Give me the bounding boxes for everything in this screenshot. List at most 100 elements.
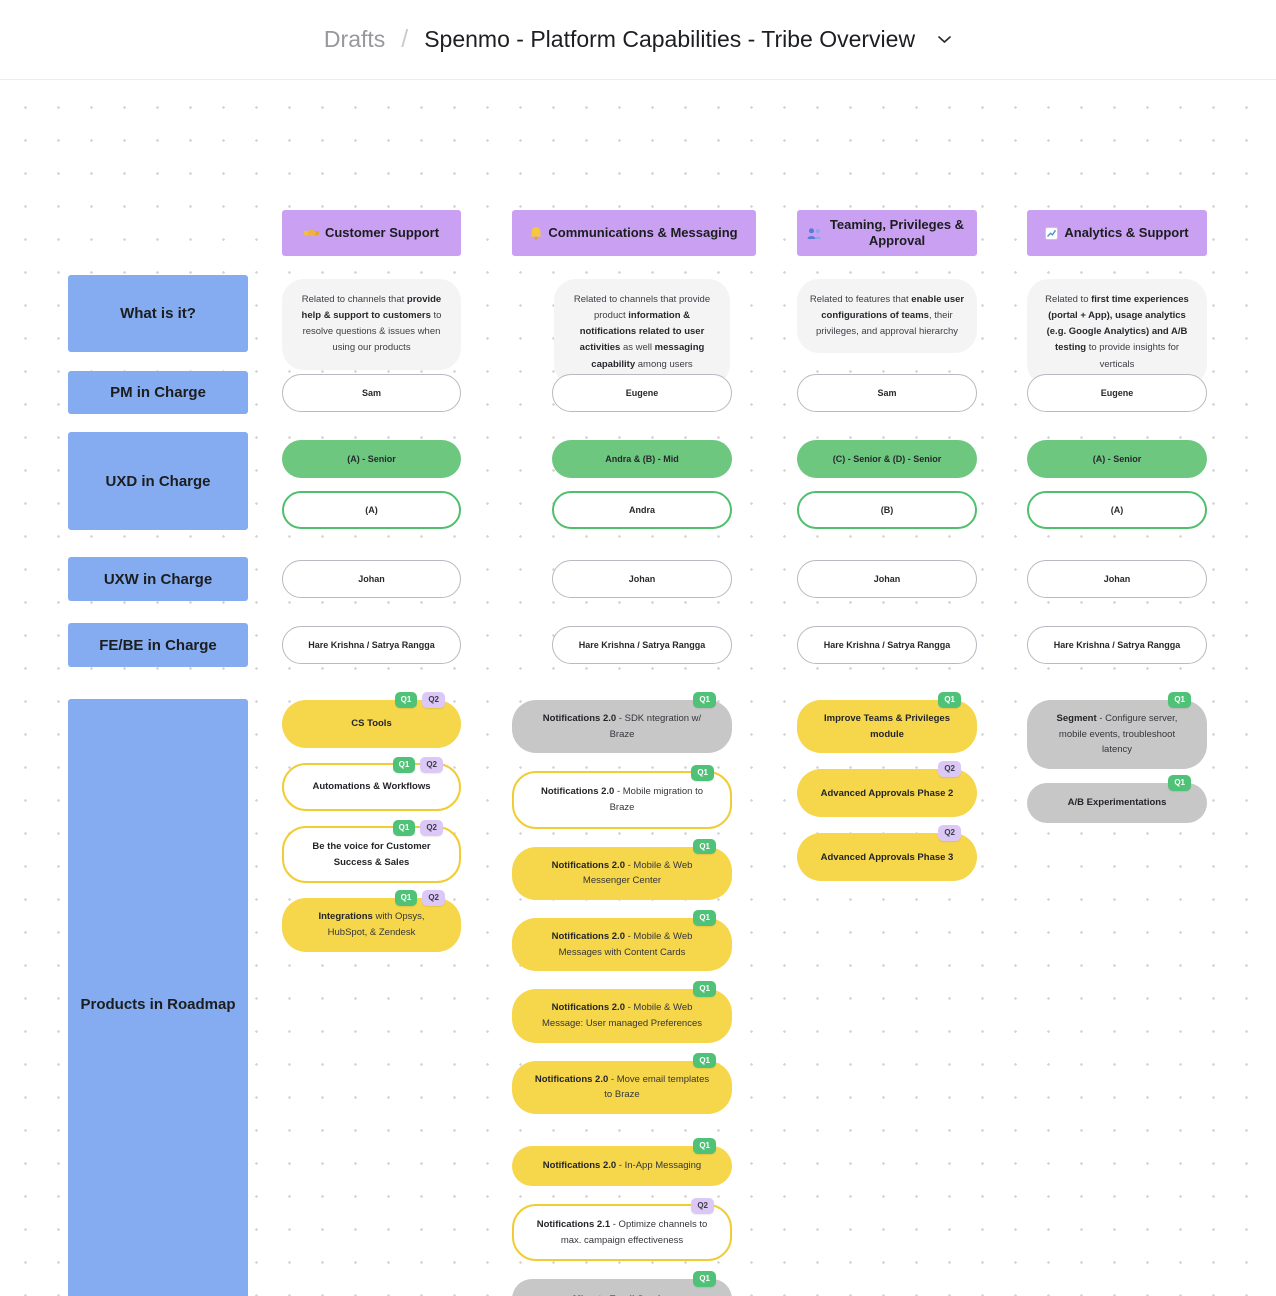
page-title[interactable]: Spenmo - Platform Capabilities - Tribe O…: [424, 26, 916, 52]
quarter-badge-q1: Q1: [392, 820, 416, 836]
roadmap-item[interactable]: Q1Migrate Email Service: [512, 1271, 732, 1296]
quarter-badge-q1: Q1: [938, 692, 961, 708]
uxd-secondary-name: (A): [365, 504, 378, 515]
roadmap-item-label: CS Tools: [351, 718, 392, 730]
pm-pill[interactable]: Eugene: [1027, 374, 1207, 412]
pm-pill[interactable]: Sam: [797, 374, 977, 412]
uxw-pill[interactable]: Johan: [1027, 560, 1207, 598]
row-label-products-roadmap[interactable]: Products in Roadmap: [68, 699, 248, 1296]
row-label-febe-in-charge[interactable]: FE/BE in Charge: [68, 623, 248, 667]
pm-name: Eugene: [1100, 387, 1134, 398]
quarter-badges: Q1: [1168, 692, 1191, 708]
uxd-secondary-name: Andra: [628, 504, 655, 515]
quarter-badges: Q1: [938, 692, 961, 708]
pm-name: Eugene: [625, 387, 659, 398]
chart-increasing-icon: [1045, 226, 1059, 240]
what-description-analytics[interactable]: Related to first time experiences (porta…: [1027, 279, 1207, 386]
uxd-primary-pill[interactable]: (C) - Senior & (D) - Senior: [797, 440, 977, 478]
roadmap-item-label: Notifications 2.0 - Move email templates…: [534, 1073, 710, 1101]
pm-pill[interactable]: Sam: [282, 374, 461, 412]
quarter-badges: Q1: [693, 1271, 716, 1287]
roadmap-item-label: Notifications 2.1 - Optimize channels to…: [536, 1219, 708, 1246]
quarter-badges: Q1: [691, 765, 714, 781]
column-header-teaming-privileges-approval[interactable]: Teaming, Privileges & Approval: [797, 210, 977, 256]
uxw-name: Johan: [873, 573, 901, 584]
pm-pill[interactable]: Eugene: [552, 374, 732, 412]
uxd-secondary-pill[interactable]: (B): [797, 491, 977, 529]
uxd-primary-pill[interactable]: Andra & (B) - Mid: [552, 440, 732, 478]
uxd-secondary-pill[interactable]: Andra: [552, 491, 732, 529]
roadmap-item-label: Integrations with Opsys, HubSpot, & Zend…: [318, 911, 425, 939]
febe-pill[interactable]: Hare Krishna / Satrya Rangga: [1027, 626, 1207, 664]
row-label-uxw-in-charge[interactable]: UXW in Charge: [68, 557, 248, 601]
quarter-badge-q1: Q1: [693, 910, 716, 926]
febe-pill[interactable]: Hare Krishna / Satrya Rangga: [282, 626, 461, 664]
uxd-primary-pill[interactable]: (A) - Senior: [282, 440, 461, 478]
quarter-badge-q1: Q1: [392, 757, 416, 773]
roadmap-item-label: Notifications 2.0 - Mobile migration to …: [540, 786, 704, 814]
febe-pill[interactable]: Hare Krishna / Satrya Rangga: [797, 626, 977, 664]
column-header-text: Customer Support: [324, 224, 440, 240]
breadcrumb-separator: /: [401, 25, 409, 53]
quarter-badge-q1: Q1: [1168, 692, 1191, 708]
uxd-primary-name: (C) - Senior & (D) - Senior: [832, 453, 942, 464]
column-header-analytics-support[interactable]: Analytics & Support: [1027, 210, 1207, 256]
roadmap-item-label: Migrate Email Service: [573, 1292, 671, 1296]
quarter-badge-q1: Q1: [693, 1271, 716, 1287]
column-header-communications-messaging[interactable]: Communications & Messaging: [512, 210, 756, 256]
chevron-down-icon[interactable]: [937, 35, 952, 44]
febe-pill[interactable]: Hare Krishna / Satrya Rangga: [552, 626, 732, 664]
breadcrumb-drafts-link[interactable]: Drafts: [323, 26, 386, 52]
row-label-pm-in-charge[interactable]: PM in Charge: [68, 371, 248, 414]
quarter-badge-q1: Q1: [693, 692, 716, 708]
uxw-name: Johan: [628, 573, 656, 584]
uxd-primary-pill[interactable]: (A) - Senior: [1027, 440, 1207, 478]
row-label-text: UXW in Charge: [103, 570, 213, 588]
row-label-what-is-it[interactable]: What is it?: [68, 275, 248, 352]
whiteboard-canvas[interactable]: What is it? PM in Charge UXD in Charge U…: [0, 80, 1276, 1296]
uxw-pill[interactable]: Johan: [282, 560, 461, 598]
uxd-secondary-pill[interactable]: (A): [282, 491, 461, 529]
febe-names: Hare Krishna / Satrya Rangga: [308, 639, 435, 650]
quarter-badge-q1: Q1: [394, 692, 418, 708]
people-icon: [807, 227, 821, 239]
uxd-secondary-pill[interactable]: (A): [1027, 491, 1207, 529]
row-label-uxd-in-charge[interactable]: UXD in Charge: [68, 432, 248, 530]
uxw-pill[interactable]: Johan: [552, 560, 732, 598]
what-description-customer-support[interactable]: Related to channels that provide help & …: [282, 279, 461, 370]
what-description-communications[interactable]: Related to channels that provide product…: [554, 279, 730, 386]
what-description-teaming[interactable]: Related to features that enable user con…: [797, 279, 977, 354]
row-label-text: PM in Charge: [110, 384, 206, 401]
uxw-pill[interactable]: Johan: [797, 560, 977, 598]
roadmap-item-label: Advanced Approvals Phase 2: [820, 787, 954, 799]
roadmap-item-label: A/B Experimentations: [1067, 797, 1167, 809]
top-bar: Drafts / Spenmo - Platform Capabilities …: [0, 0, 1276, 80]
quarter-badges: Q2: [938, 761, 961, 777]
quarter-badges: Q1: [693, 1138, 716, 1154]
roadmap-item-label: Notifications 2.0 - Mobile & Web Messeng…: [551, 859, 693, 887]
quarter-badge-q2: Q2: [938, 825, 961, 841]
quarter-badge-q1: Q1: [394, 890, 418, 906]
column-header-customer-support[interactable]: Customer Support: [282, 210, 461, 256]
